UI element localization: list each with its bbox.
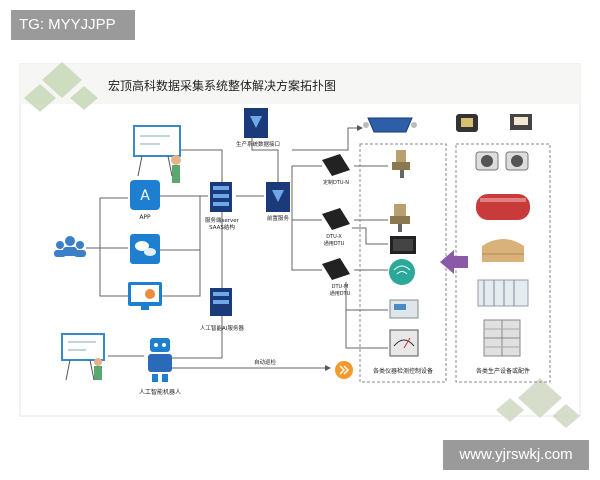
controller-device-icon: [389, 299, 419, 319]
sensor-transmitter-icon: [390, 204, 410, 232]
app-icon: A: [130, 180, 160, 210]
server-icon: [210, 182, 232, 212]
app-label: APP: [139, 214, 151, 221]
diagram-title: 宏顶高科数据采集系统整体解决方案拓扑图: [108, 78, 336, 93]
motor-pair-icon: [475, 151, 529, 171]
svg-text:A: A: [140, 188, 150, 204]
purple-arrow-icon: [440, 250, 468, 274]
dtu-n-label: 定制DTU-N: [323, 179, 349, 186]
pressure-sensor-icon: [392, 150, 410, 178]
gateway-label: 前置服务: [267, 214, 290, 222]
ai-server-label: 人工智能AI服务器: [200, 324, 244, 332]
instruments-label: 各类仪器检测控制设备: [373, 367, 433, 375]
production-label: 各类生产设备或配件: [476, 367, 530, 375]
wireless-sensor-icon: [389, 259, 415, 285]
api-server-icon: [244, 108, 268, 138]
auto-patrol-label: 自动巡检: [254, 358, 277, 366]
wechat-icon: [130, 234, 160, 264]
watermark-label: www.yjrswkj.com: [443, 440, 589, 470]
analog-meter-icon: [389, 329, 419, 357]
robot-icon: [148, 338, 172, 382]
api-label: 生产系统数据接口: [236, 140, 280, 148]
dtu-x-icon: [322, 208, 350, 230]
auto-patrol-icon: [335, 361, 353, 379]
monitor-dashboard-icon: [128, 282, 162, 310]
saas-label: SAAS结构: [209, 223, 235, 231]
piping-equipment-icon: [477, 279, 529, 307]
dtu-m-sub-label: 通用DTU: [330, 290, 351, 297]
title-strip: [20, 64, 580, 104]
decor-diamonds-top-left: [24, 62, 98, 112]
dtu-x-label: DTU-X: [326, 234, 342, 240]
presentation-board-icon-2: [61, 333, 105, 381]
dtu-n-icon: [322, 154, 350, 176]
gateway-server-icon: [266, 182, 290, 212]
dtu-m-icon: [322, 258, 350, 280]
vga-connector-icon: [363, 117, 417, 133]
dtu-x-sub-label: 通用DTU: [324, 240, 345, 247]
storage-silo-icon: [482, 239, 524, 262]
robot-label: 人工智能机器人: [139, 388, 181, 396]
users-group-icon: [54, 236, 86, 257]
network-port-icon: [510, 114, 532, 130]
usb-connector-icon: [456, 114, 478, 132]
tag-label: TG: MYYJJPP: [11, 10, 135, 40]
ai-server-icon: [210, 288, 232, 316]
diagram-panel: [19, 63, 581, 417]
dtu-m-label: DTU-M: [332, 284, 349, 290]
server-label: 服务端server: [205, 216, 240, 224]
decor-diamonds-bottom-right: [496, 378, 580, 428]
boiler-tank-icon: [476, 194, 530, 220]
display-panel-icon: [390, 236, 416, 254]
connection-lines: [86, 125, 388, 371]
fan-grille-icon: [483, 319, 521, 357]
presentation-board-icon: [133, 125, 181, 183]
